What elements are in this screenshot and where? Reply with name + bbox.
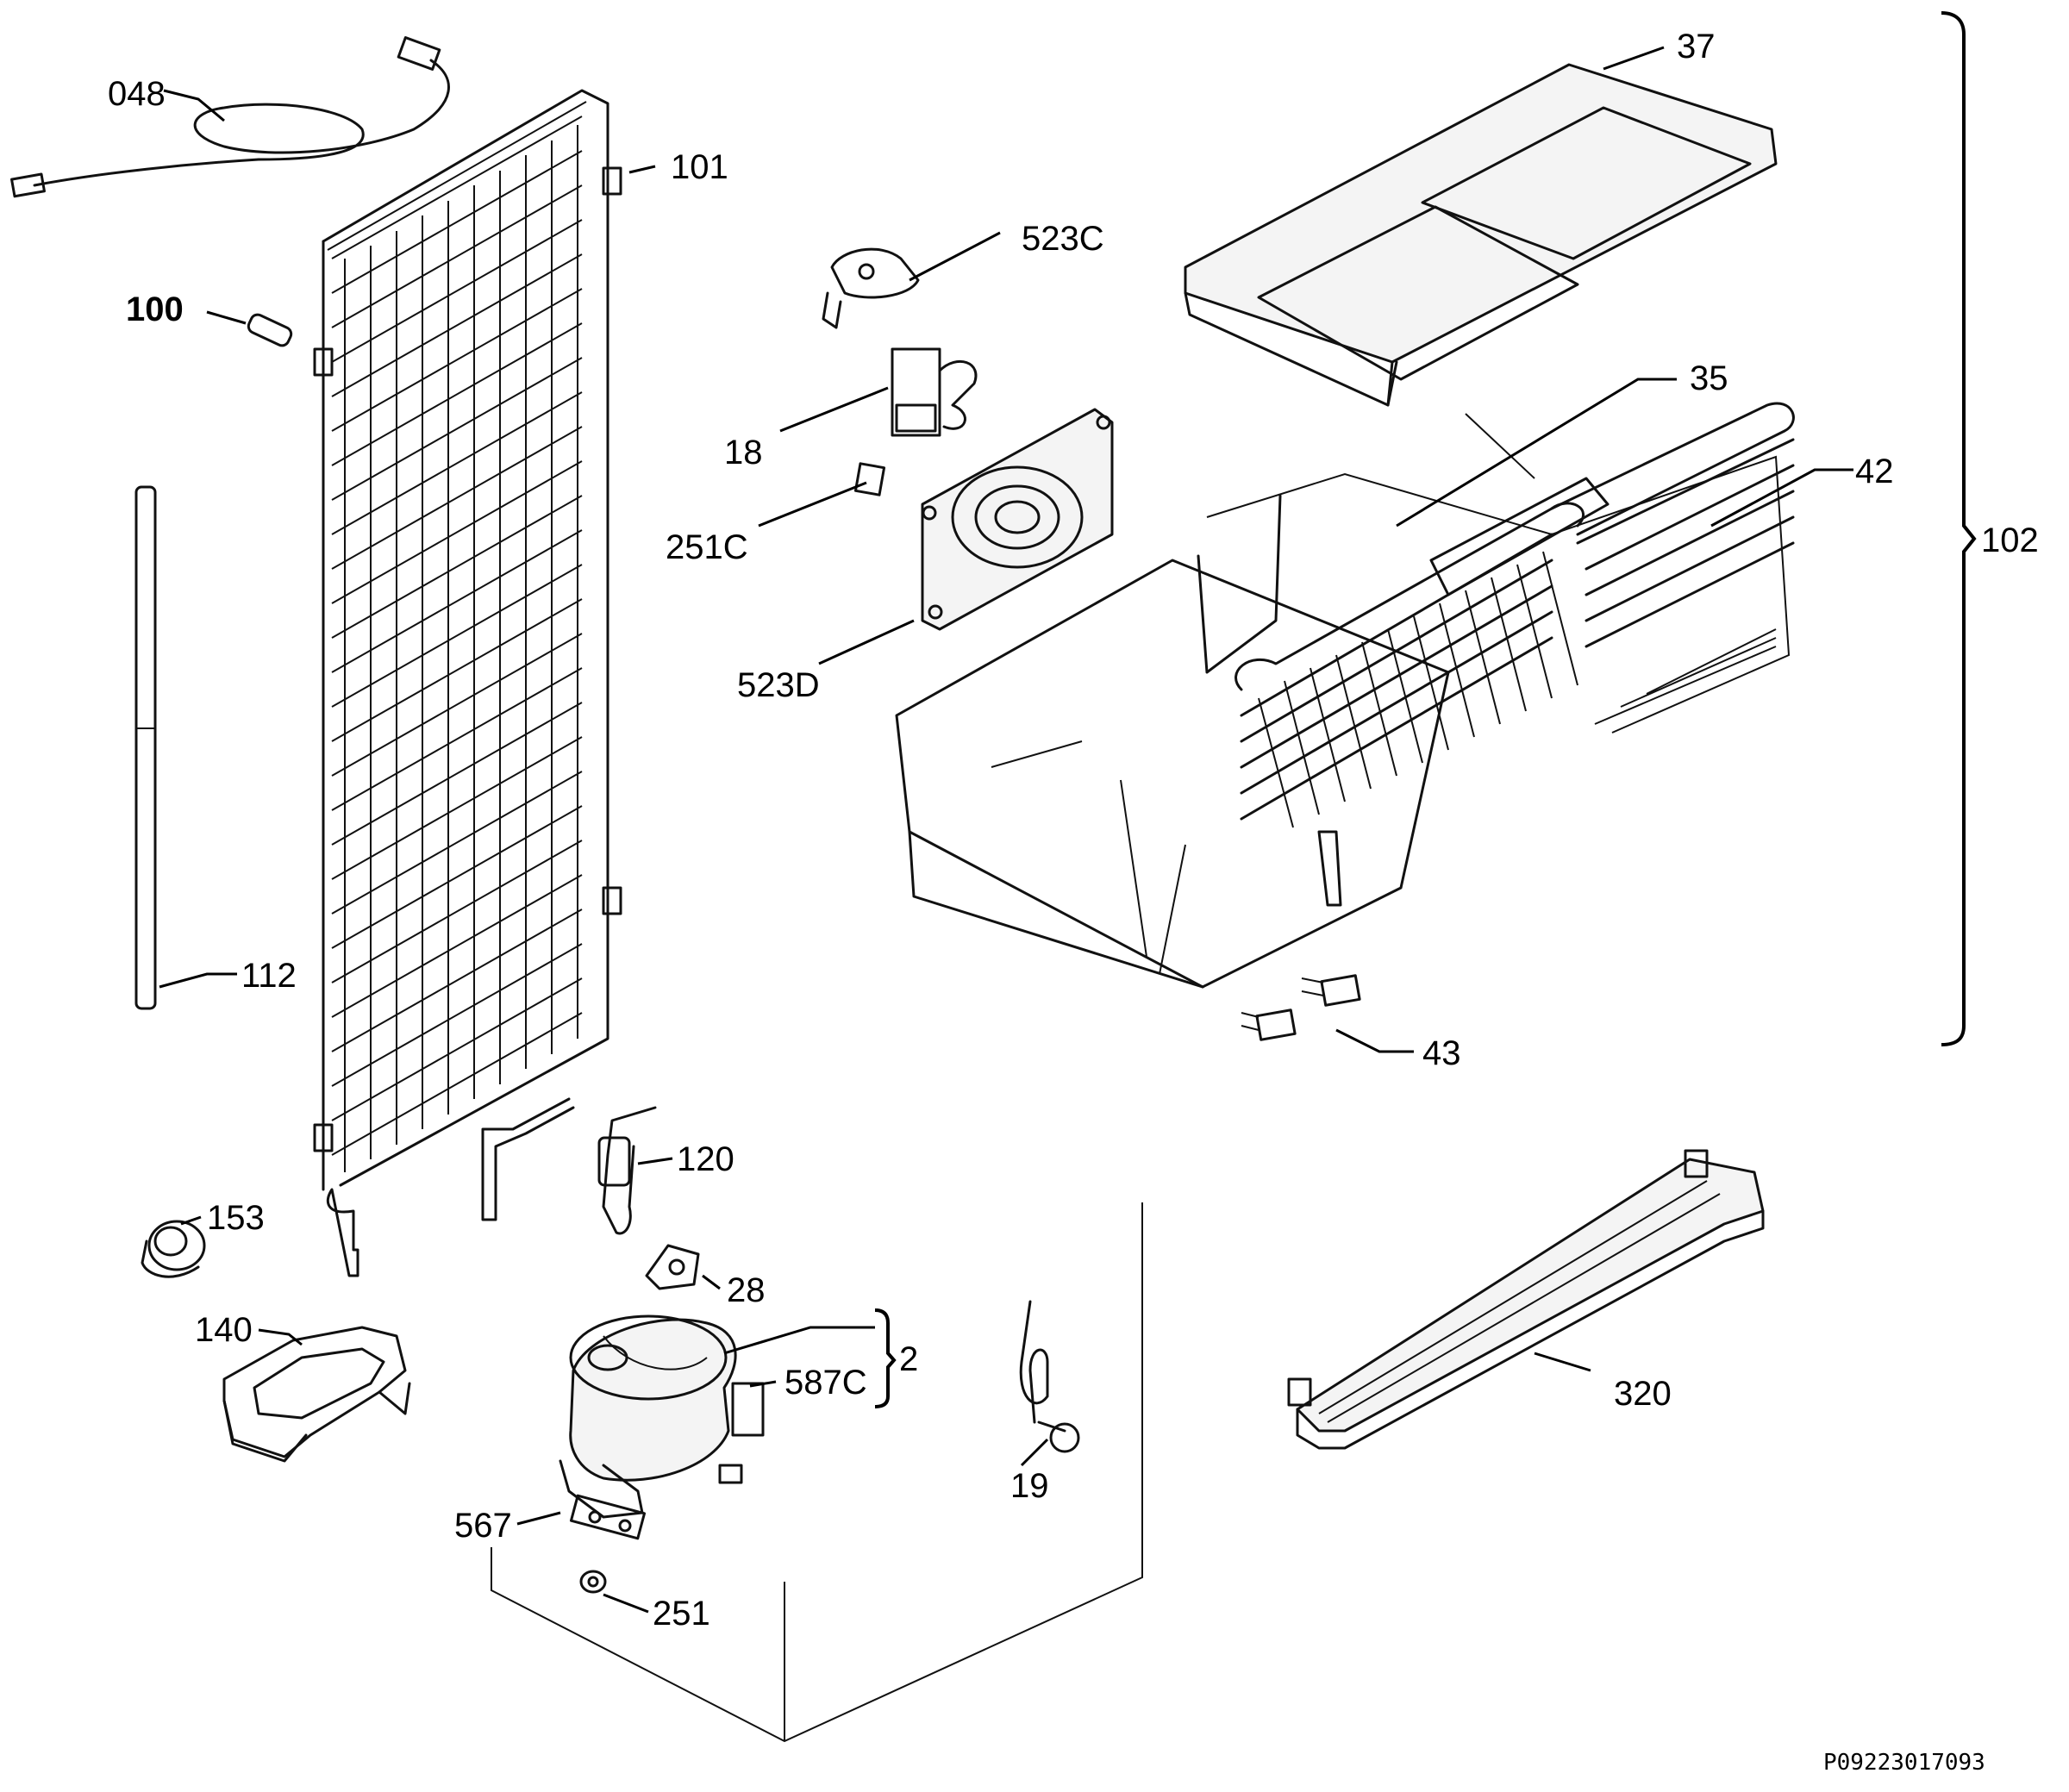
- callout-320: 320: [1614, 1375, 1672, 1413]
- part-37-evaporator-cover: [1184, 63, 1778, 407]
- evaporator-fin-rows: [1258, 551, 1578, 828]
- part-251-nut: [579, 1570, 607, 1594]
- part-523c-fan-bracket: [822, 247, 920, 329]
- callout-048: 048: [108, 75, 166, 113]
- part-112-tube: [134, 485, 157, 1010]
- part-320-handle: [1287, 1149, 1765, 1450]
- group-brackets: [874, 11, 1977, 1408]
- part-35-evaporator-housing: [895, 413, 1535, 989]
- callout-18: 18: [724, 434, 763, 471]
- part-048-sensor-cable: [10, 36, 450, 198]
- callout-102: 102: [1981, 521, 2039, 559]
- callout-523c: 523C: [1022, 220, 1104, 258]
- part-100-clip: [247, 313, 293, 347]
- compressor-group-frame: [491, 1202, 1143, 1743]
- callout-120: 120: [677, 1140, 734, 1178]
- part-28-bracket: [645, 1244, 700, 1290]
- callout-37: 37: [1677, 28, 1716, 66]
- callout-42: 42: [1855, 453, 1894, 490]
- part-251c-clip: [853, 462, 886, 496]
- condenser-coil-loops: [331, 116, 583, 1172]
- part-153-grommet: [141, 1220, 206, 1278]
- callout-100: 100: [126, 290, 184, 328]
- part-2-compressor: [559, 1314, 765, 1540]
- callout-2: 2: [899, 1340, 918, 1378]
- callout-35: 35: [1690, 359, 1728, 397]
- callout-251c: 251C: [666, 528, 748, 566]
- part-18-fan-motor: [891, 347, 978, 437]
- callout-153: 153: [207, 1199, 265, 1237]
- callout-28: 28: [727, 1271, 766, 1309]
- part-101-condenser: [313, 89, 622, 1277]
- part-140-drip-tray: [222, 1326, 411, 1463]
- callout-251: 251: [653, 1595, 710, 1633]
- drawing-id: P09223017093: [1823, 1750, 1985, 1776]
- callout-587c: 587C: [784, 1364, 867, 1402]
- callout-43: 43: [1422, 1034, 1461, 1072]
- part-42-evaporator-coil: [1206, 402, 1795, 828]
- part-120-thermal-fuse: [597, 1106, 657, 1235]
- callout-112: 112: [241, 957, 297, 995]
- leader-lines: [159, 46, 1853, 1614]
- part-19-power-cable: [1019, 1300, 1080, 1453]
- callout-140: 140: [195, 1311, 253, 1349]
- callout-567: 567: [454, 1507, 512, 1545]
- part-523d-fan-cover: [921, 408, 1114, 631]
- callout-101: 101: [671, 148, 728, 186]
- part-43-connectors: [1241, 974, 1361, 1041]
- callout-19: 19: [1010, 1467, 1049, 1505]
- callout-labels: 048 101 100 112 120 153 28 140 2 587C 56…: [108, 28, 2039, 1633]
- callout-523d: 523D: [737, 666, 820, 704]
